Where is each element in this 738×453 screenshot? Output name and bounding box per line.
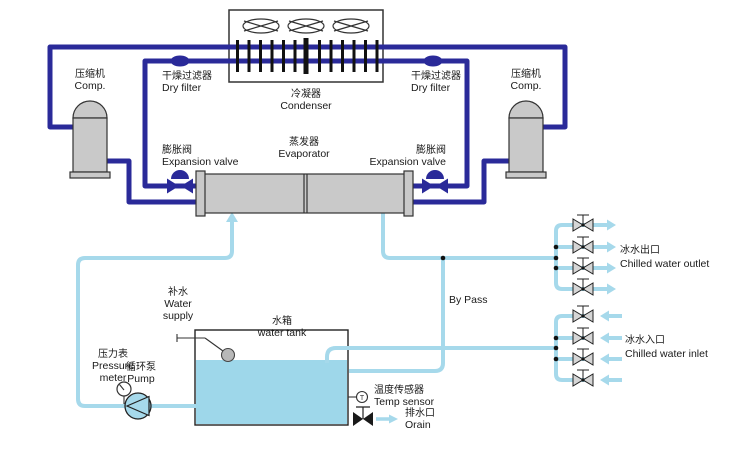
compressor-left [69,100,111,179]
float-valve-icon [176,334,236,363]
pump-suction-pipe [76,216,234,408]
condenser-label: 冷凝器 Condenser [280,89,332,112]
junction-dots [440,244,559,362]
drain-arrow [389,414,398,424]
temp-sensor-label: 温度传感器 Temp sensor [374,385,435,408]
temp-sensor-icon: T [348,390,369,404]
drain-valve-icon [353,406,398,426]
compressor-left-label: 压缩机 Comp. [74,69,106,92]
chilled-water-outlet-valves [572,214,618,297]
inlet-return-pipe [325,346,556,363]
dry-filter-left-label: 干燥过滤器 Dry filter [162,71,212,94]
expansion-valve-right-icon [422,170,448,194]
water-tank [194,329,349,426]
expansion-valve-left-label: 膨胀阀 Expansion valve [162,145,239,168]
suction-pipe-left [107,158,199,205]
evaporator-label: 蒸发器 Evaporator [278,137,330,160]
pump-icon [124,392,152,420]
compressor-right-label: 压缩机 Comp. [510,69,542,92]
pump-label: 循环泵 Pump [126,362,156,385]
pressure-meter-icon [116,381,132,404]
suction-pipe-right [413,158,511,205]
chilled-water-inlet-label: 冰水入口 Chilled water inlet [625,335,708,360]
evaporator-inlet-arrow [226,212,238,222]
compressor-right [505,100,547,179]
water-supply-label: 补水 Water supply [162,287,194,322]
dry-filter-left-icon [170,55,190,67]
temp-sensor-symbol: T [360,395,365,402]
water-tank-label: 水箱 water tank [257,316,307,339]
drain-label: 排水口 Orain [405,408,435,431]
expansion-valve-right-label: 膨胀阀 Expansion valve [369,145,446,168]
condenser-fan-icons [242,18,370,34]
bypass-pipe [349,258,445,373]
chilled-water-outlet-label: 冰水出口 Chilled water outlet [620,245,710,270]
condenser-fins [236,38,379,74]
evaporator-outlet-pipe [381,213,556,260]
evaporator-shell [195,170,414,217]
expansion-valve-left-icon [167,170,193,194]
dry-filter-right-label: 干燥过滤器 Dry filter [411,71,461,94]
pressure-meter-label: 压力表 Pressure meter [91,349,134,384]
dry-filter-right-icon [423,55,443,67]
bypass-label: By Pass [449,294,488,306]
chilled-water-inlet-valves [572,305,624,388]
